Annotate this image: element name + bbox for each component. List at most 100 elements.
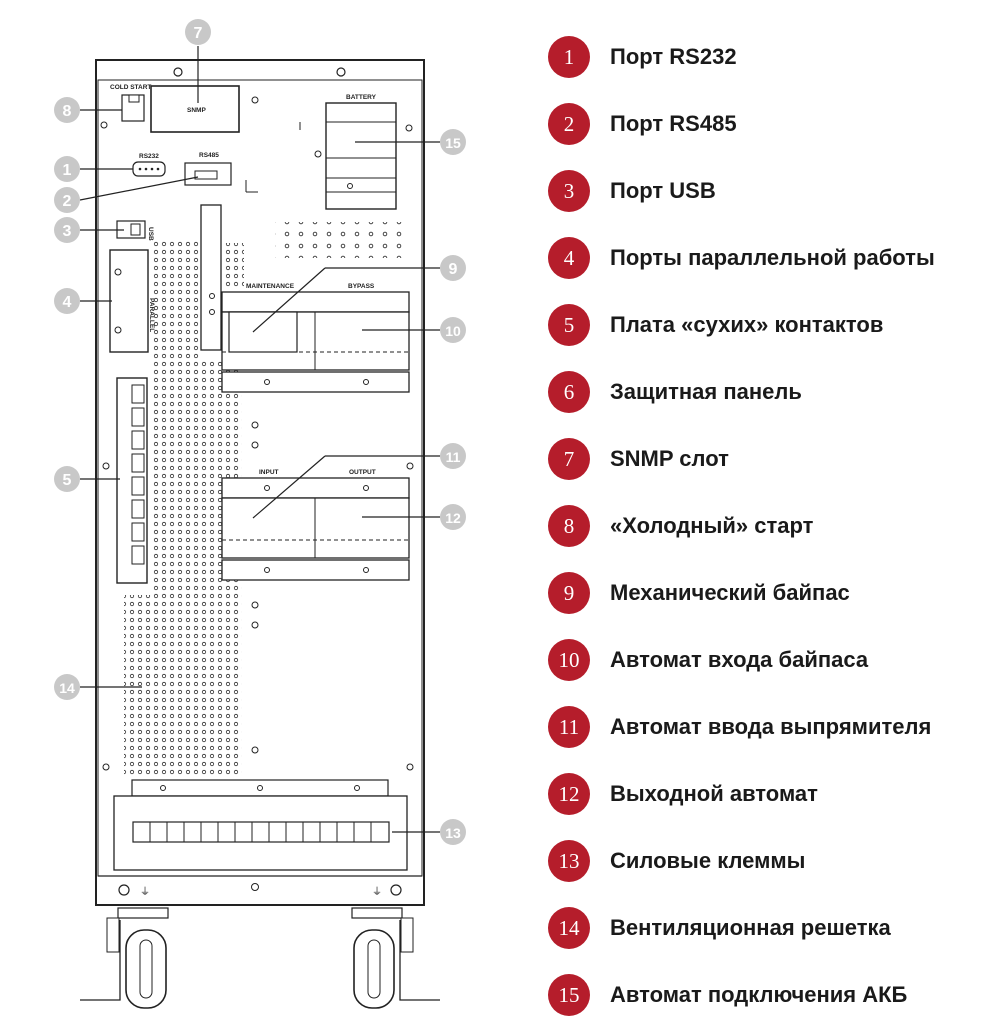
legend-item-8: 8 «Холодный» старт [548, 503, 813, 549]
svg-text:9: 9 [449, 261, 458, 278]
legend-number-badge: 4 [548, 237, 590, 279]
legend-label: Порты параллельной работы [610, 245, 935, 270]
legend-number-badge: 5 [548, 304, 590, 346]
legend-label: Силовые клеммы [610, 848, 806, 873]
protective-panel [200, 204, 222, 351]
legend-number-badge: 8 [548, 505, 590, 547]
svg-text:14: 14 [59, 680, 75, 696]
screw [251, 96, 259, 104]
maintenance-bypass-breakers: MAINTENANCE BYPASS [221, 283, 410, 393]
legend-item-3: 3 Порт USB [548, 168, 716, 214]
svg-text:PARALLEL: PARALLEL [148, 298, 155, 332]
legend-label: Порт RS232 [610, 44, 737, 69]
legend-item-15: 15 Автомат подключения АКБ [548, 972, 907, 1018]
legend-label: Автомат входа байпаса [610, 647, 869, 672]
legend-label: Вентиляционная решетка [610, 915, 891, 940]
svg-text:5: 5 [63, 472, 72, 489]
svg-text:USB: USB [147, 227, 154, 241]
snmp-slot: SNMP [150, 85, 240, 133]
screw [173, 67, 183, 77]
svg-text:COLD START: COLD START [110, 84, 151, 91]
ground-symbol: ⏚ [140, 886, 150, 898]
legend-number-badge: 9 [548, 572, 590, 614]
legend-label: Плата «сухих» контактов [610, 312, 884, 337]
legend-number-badge: 12 [548, 773, 590, 815]
svg-text:INPUT: INPUT [259, 469, 279, 476]
legend-number-badge: 3 [548, 170, 590, 212]
cold-start-switch: COLD START [110, 84, 151, 122]
legend-number-badge: 15 [548, 974, 590, 1016]
legend-item-11: 11 Автомат ввода выпрямителя [548, 704, 931, 750]
svg-text:1: 1 [63, 162, 72, 179]
screw [251, 883, 259, 891]
legend-label: Автомат ввода выпрямителя [610, 714, 932, 739]
svg-text:BYPASS: BYPASS [348, 283, 375, 290]
power-terminals [113, 779, 408, 871]
usb-port: USB [116, 220, 154, 241]
svg-text:15: 15 [445, 135, 461, 151]
legend-label: Защитная панель [610, 379, 802, 404]
legend-item-4: 4 Порты параллельной работы [548, 235, 935, 281]
legend-number-badge: 13 [548, 840, 590, 882]
legend-number-badge: 14 [548, 907, 590, 949]
svg-text:12: 12 [445, 510, 461, 526]
dry-contacts-board [102, 377, 148, 584]
callout-14: 14 [54, 674, 80, 700]
legend-item-2: 2 Порт RS485 [548, 101, 737, 147]
callout-5: 5 [54, 466, 80, 492]
callout-4: 4 [54, 288, 80, 314]
svg-text:RS232: RS232 [139, 153, 159, 160]
callout-9: 9 [440, 255, 466, 281]
side-vent [224, 243, 244, 287]
ground-screw [118, 884, 130, 896]
left-caster [80, 907, 169, 1009]
screw [405, 124, 413, 132]
callout-13: 13 [440, 819, 466, 845]
legend-item-6: 6 Защитная панель [548, 369, 802, 415]
callout-1: 1 [54, 156, 80, 182]
ground-screw [390, 884, 402, 896]
svg-text:10: 10 [445, 323, 461, 339]
svg-text:RS485: RS485 [199, 152, 219, 159]
legend-number-badge: 6 [548, 371, 590, 413]
leader-lines [79, 46, 440, 833]
screw [336, 67, 346, 77]
svg-text:2: 2 [63, 193, 72, 210]
legend-number-badge: 11 [548, 706, 590, 748]
rs232-port: RS232 [132, 153, 166, 177]
legend-label: Автомат подключения АКБ [610, 982, 908, 1007]
legend-label: Порт USB [610, 178, 716, 203]
rs485-port: RS485 [184, 152, 232, 186]
legend-item-12: 12 Выходной автомат [548, 771, 818, 817]
svg-text:3: 3 [63, 223, 72, 240]
callout-2: 2 [54, 187, 80, 213]
parallel-ports: PARALLEL [109, 249, 155, 353]
svg-text:11: 11 [446, 449, 461, 465]
legend-number-badge: 7 [548, 438, 590, 480]
legend-label: Порт RS485 [610, 111, 737, 136]
legend-item-9: 9 Механический байпас [548, 570, 850, 616]
legend-item-10: 10 Автомат входа байпаса [548, 637, 868, 683]
legend-label: SNMP слот [610, 446, 729, 471]
svg-text:SNMP: SNMP [187, 107, 206, 114]
callout-3: 3 [54, 217, 80, 243]
legend-number-badge: 10 [548, 639, 590, 681]
legend-number-badge: 1 [548, 36, 590, 78]
callout-10: 10 [440, 317, 466, 343]
input-output-breakers: INPUT OUTPUT [221, 469, 410, 581]
screw [314, 150, 322, 158]
svg-text:8: 8 [63, 103, 72, 120]
legend-label: «Холодный» старт [610, 513, 814, 538]
callout-8: 8 [54, 97, 80, 123]
svg-text:4: 4 [63, 294, 72, 311]
battery-breaker: BATTERY [325, 94, 397, 210]
svg-text:MAINTENANCE: MAINTENANCE [246, 283, 295, 290]
ventilation-grille [124, 240, 242, 775]
svg-text:13: 13 [445, 825, 461, 841]
callout-11: 11 [440, 443, 466, 469]
right-caster [351, 907, 440, 1009]
vent-dots [275, 222, 409, 258]
ups-rear-panel-diagram: COLD START SNMP RS232 RS485 USB PARALLEL [54, 19, 466, 1009]
screw [100, 121, 108, 129]
legend-label: Выходной автомат [610, 781, 818, 806]
